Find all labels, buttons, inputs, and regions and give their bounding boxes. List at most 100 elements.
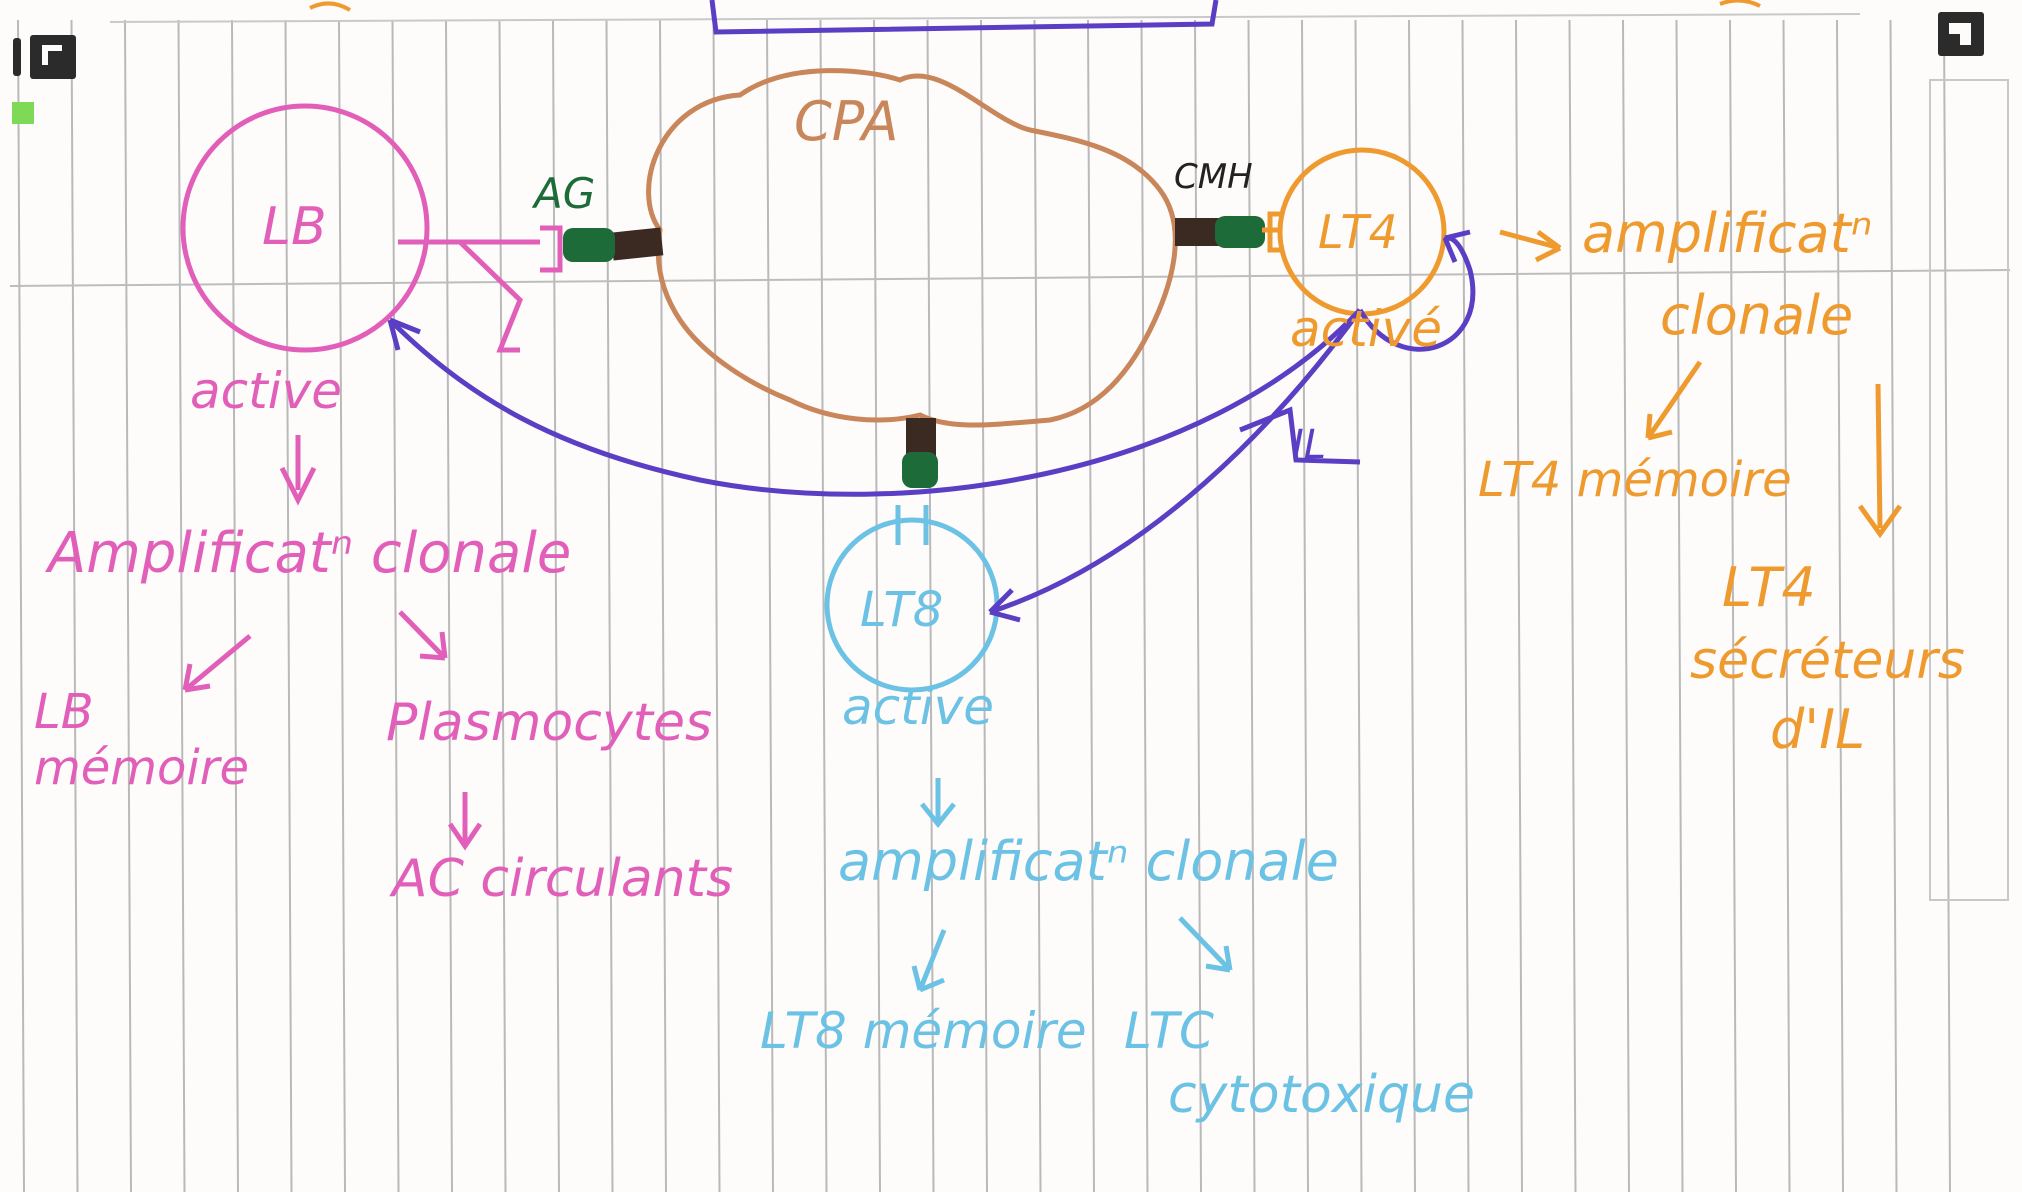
- ruled-line: [980, 19, 988, 1192]
- ruled-line: [1515, 19, 1523, 1192]
- lt4-to-lt8-arrowhead: [988, 588, 1021, 623]
- ruled-line: [1354, 19, 1363, 1192]
- ruled-line: [1140, 19, 1149, 1192]
- lt4-active-label: activé: [1290, 300, 1442, 358]
- ruled-line: [1408, 19, 1416, 1192]
- lt8-label: LT8: [860, 582, 943, 638]
- top-rule: [109, 13, 1861, 23]
- lt4-amplif-label-2: clonale: [1660, 284, 1853, 347]
- lt4-to-lt8-arrow: [989, 308, 1363, 615]
- lt8-amplif-label: amplificatⁿ clonale: [838, 830, 1339, 893]
- ruled-line: [17, 19, 25, 1192]
- lb-active-label: active: [190, 362, 342, 420]
- ruled-line: [70, 19, 79, 1192]
- lt4-receptor: [1262, 211, 1282, 253]
- ruled-line: [445, 19, 453, 1192]
- ruled-line: [1461, 19, 1470, 1192]
- ruled-line: [926, 19, 935, 1192]
- ltc-arrow: [1178, 916, 1233, 973]
- lb-memoire-arrow: [182, 634, 252, 693]
- lt8-receptor: [895, 505, 929, 545]
- cpa-left-receptor: [610, 227, 664, 261]
- ruled-line: [1729, 19, 1737, 1192]
- antigen-right: [1215, 216, 1265, 248]
- lt4-autocrine-arrow: [1357, 235, 1476, 352]
- cytotoxique-label: cytotoxique: [1168, 1065, 1475, 1125]
- ruled-line: [124, 19, 132, 1192]
- cpa-cell-outline: [646, 68, 1178, 428]
- lt4-to-lb-arrowhead: [387, 317, 421, 351]
- ruled-line: [1782, 19, 1791, 1192]
- ruled-line: [498, 19, 507, 1192]
- lt4-to-lb-arrow: [388, 308, 1362, 497]
- lt4-autocrine-arrowhead: [1442, 229, 1471, 263]
- ruled-line: [1247, 19, 1256, 1192]
- lt4-secreteurs-label-1: LT4: [1722, 556, 1816, 619]
- ac-circulants-label: AC circulants: [389, 849, 733, 909]
- antigen-left: [563, 228, 615, 262]
- lb-amplif-label: Amplificatⁿ clonale: [45, 521, 571, 586]
- ruled-line: [819, 19, 828, 1192]
- lb-label: LB: [262, 197, 327, 257]
- ruled-lines: [17, 19, 1951, 1192]
- ag-label: AG: [531, 169, 595, 218]
- il-mark-bracket: [1239, 406, 1361, 465]
- lt4-secreteurs-arrow: [1857, 383, 1903, 539]
- lb-cell: [180, 103, 430, 353]
- ruled-line: [766, 19, 774, 1192]
- plasmocytes-label: Plasmocytes: [386, 693, 712, 753]
- lt4-secreteurs-label-3: d'IL: [1770, 698, 1865, 761]
- lb-memoire-label-1: LB: [34, 684, 94, 740]
- ruled-line: [1568, 19, 1577, 1192]
- top-scribble: [309, 0, 1761, 12]
- lt4-secreteurs-label-2: sécréteurs: [1690, 631, 1965, 691]
- lt4-memoire-arrow: [1645, 360, 1703, 441]
- expand-icon[interactable]: [30, 35, 76, 79]
- ruled-line: [338, 19, 346, 1192]
- collapse-icon[interactable]: [1938, 12, 1984, 56]
- il-mark-label: IL: [1292, 422, 1326, 468]
- lt4-memoire-label: LT4 mémoire: [1478, 452, 1792, 508]
- lt8-active-label: active: [842, 678, 994, 736]
- ruled-line: [1087, 19, 1095, 1192]
- lt4-amplif-arrow: [1499, 229, 1562, 263]
- ruled-line: [284, 19, 293, 1192]
- plasmocytes-arrow: [398, 610, 448, 661]
- lb-down-arrow: [279, 435, 317, 506]
- cpa-bottom-receptor: [906, 418, 936, 456]
- ruled-line: [391, 19, 400, 1192]
- lt8-memoire-arrow: [911, 929, 947, 993]
- ruled-line: [873, 19, 881, 1192]
- lt4-label: LT4: [1318, 205, 1398, 259]
- ruled-line: [1622, 19, 1630, 1192]
- ruled-line: [1033, 19, 1042, 1192]
- ruled-line: [1943, 19, 1951, 1192]
- lt8-memoire-label: LT8 mémoire: [760, 1002, 1087, 1060]
- ac-arrow: [447, 792, 483, 851]
- ruled-line: [231, 19, 239, 1192]
- margin-strip: [1929, 79, 2009, 901]
- ruled-line: [552, 19, 560, 1192]
- ruled-line: [1194, 19, 1202, 1192]
- lb-memoire-label-2: mémoire: [34, 740, 249, 796]
- ruled-line: [177, 19, 186, 1192]
- lt8-amplif-arrow: [920, 778, 956, 829]
- ruled-line: [605, 19, 614, 1192]
- ruled-line: [712, 19, 721, 1192]
- ruled-line: [1836, 19, 1844, 1192]
- status-square-icon: [12, 102, 34, 124]
- ruled-line: [1301, 19, 1309, 1192]
- cmh-label: CMH: [1174, 157, 1253, 197]
- lb-receptor: [398, 225, 563, 353]
- ruled-line: [659, 19, 667, 1192]
- horizontal-rule: [9, 269, 2011, 287]
- antigen-bottom: [902, 452, 938, 488]
- cpa-label: CPA: [794, 90, 899, 153]
- expand-icon-bar[interactable]: [13, 38, 21, 76]
- lt4-amplif-label-1: amplificatⁿ: [1582, 202, 1872, 265]
- ruled-line: [1889, 19, 1898, 1192]
- ltc-label: LTC: [1124, 1002, 1214, 1060]
- top-box-outline: [709, 0, 1219, 35]
